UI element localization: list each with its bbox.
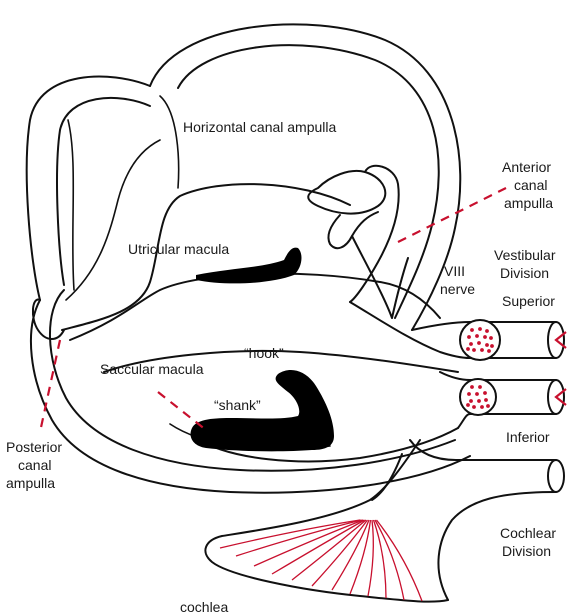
shank-label: “shank” (214, 397, 261, 413)
ganglion-dot (466, 347, 470, 351)
anterior-canal-label-1: Anterior (502, 159, 551, 175)
inferior-ganglion (460, 379, 496, 415)
vestibular-division-label-2: Division (500, 265, 549, 281)
hook-label: “hook” (244, 345, 284, 361)
ganglion-dot (470, 328, 474, 332)
vestibular-division-label-1: Vestibular (494, 247, 556, 263)
ganglion-dot (467, 392, 471, 396)
ganglion-dot (478, 385, 482, 389)
ganglion-dot (478, 327, 482, 331)
ganglion-dot (485, 329, 489, 333)
ganglion-dot (487, 349, 491, 353)
utricle-lower (70, 274, 440, 340)
saccular-leader (158, 392, 206, 430)
posterior-canal-label-2: canal (18, 457, 51, 473)
ganglion-dot (477, 399, 481, 403)
inferior-vestibular-nerve-lower (458, 414, 556, 428)
anterior-leader (398, 188, 506, 242)
viii-nerve-label-2: nerve (440, 281, 475, 297)
ganglion-dot (469, 399, 473, 403)
posterior-canal-label-3: ampulla (6, 475, 55, 491)
anterior-canal-tail (352, 236, 408, 318)
cochlear-division-label-2: Division (502, 543, 551, 559)
horizontal-canal-loop (160, 96, 179, 188)
superior-ganglion (460, 320, 500, 360)
ganglion-dot (480, 405, 484, 409)
saccular-macula (191, 370, 334, 451)
cochlear-fiber (374, 520, 387, 598)
utricle-outline (62, 184, 350, 330)
ganglion-dot (485, 343, 489, 347)
cochlear-nerve-end (548, 460, 564, 492)
viii-nerve-label-1: VIII (444, 263, 465, 279)
cochlear-fiber (254, 520, 363, 566)
ganglion-dot (489, 336, 493, 340)
ganglion-dot (469, 342, 473, 346)
ganglion-dot (467, 335, 471, 339)
cochlea-label: cochlea (180, 599, 228, 615)
ganglion-dot (480, 348, 484, 352)
ganglion-dot (475, 334, 479, 338)
anterior-canal-stem-inner (328, 212, 378, 248)
posterior-canal-outer (27, 77, 150, 300)
saccular-macula-label: Saccular macula (100, 361, 204, 377)
ganglion-dot (466, 403, 470, 407)
anterior-canal-label-2: canal (514, 177, 547, 193)
horizontal-canal-outer (150, 24, 460, 330)
superior-vestibular-nerve-lower (350, 302, 556, 358)
ganglion-dot (470, 385, 474, 389)
cochlear-fiber (375, 520, 404, 600)
inferior-vestibular-nerve (440, 372, 556, 380)
ganglion-dot (483, 391, 487, 395)
utricle-divider (66, 140, 160, 300)
superior-label: Superior (502, 293, 555, 309)
ganglion-dot (472, 405, 476, 409)
horizontal-canal-label: Horizontal canal ampulla (183, 119, 337, 135)
ganglion-dot (486, 404, 490, 408)
ganglion-dot (490, 344, 494, 348)
ganglion-dot (483, 335, 487, 339)
ganglion-dot (475, 392, 479, 396)
ganglion-dot (484, 398, 488, 402)
posterior-canal-label-1: Posterior (6, 439, 62, 455)
posterior-canal-link (68, 120, 74, 290)
cochlear-division-label-1: Cochlear (500, 525, 556, 541)
cochlear-fiber (272, 520, 365, 574)
utricular-macula-label: Utricular macula (128, 241, 229, 257)
inferior-label: Inferior (506, 429, 550, 445)
anterior-canal-loop (308, 171, 385, 214)
ganglion-dot (477, 341, 481, 345)
ganglion-dot (472, 348, 476, 352)
anterior-canal-label-3: ampulla (504, 195, 553, 211)
